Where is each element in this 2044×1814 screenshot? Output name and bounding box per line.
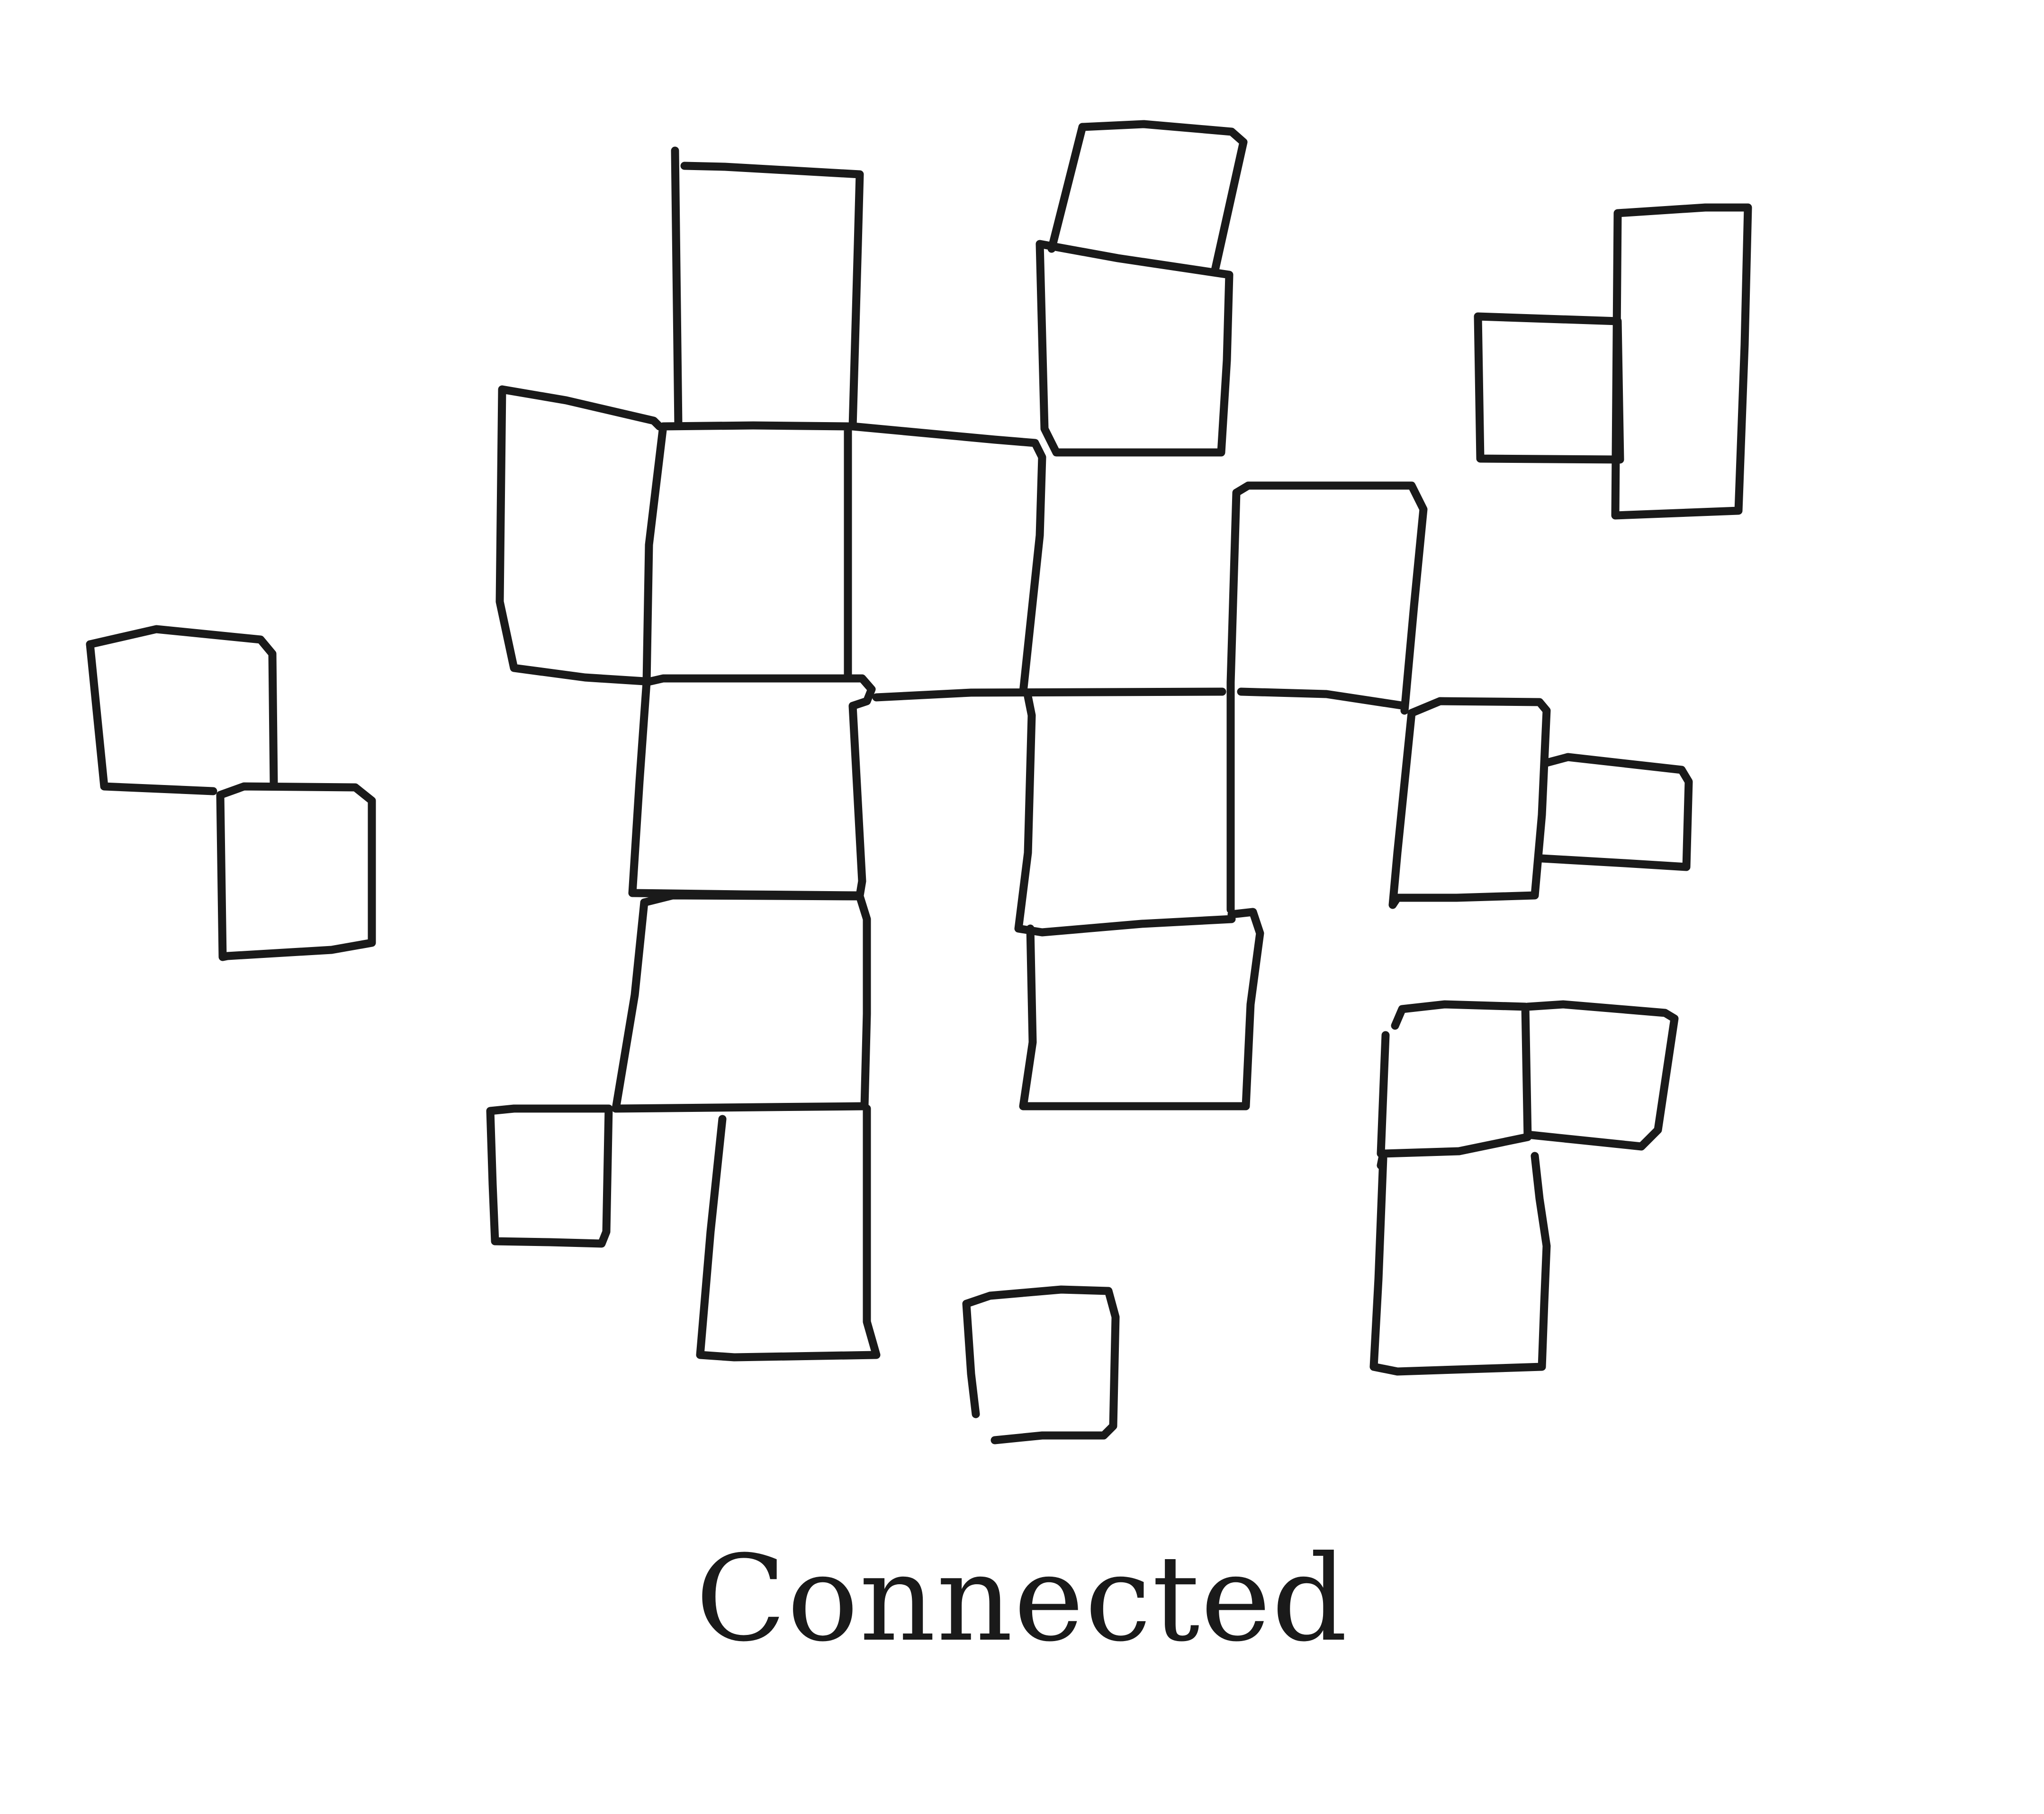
square-grid-r2-mid-line	[872, 687, 1409, 710]
square-right-bottom	[1369, 1152, 1551, 1376]
square-right-mid-right	[1523, 1000, 1679, 1151]
square-left-upper	[86, 625, 278, 788]
square-grid-r1-c1	[642, 421, 852, 686]
square-top-tall	[671, 146, 864, 431]
square-grid-r2-c1-left	[628, 678, 864, 900]
square-grid-r1-c0	[495, 385, 664, 686]
square-top-center-upper	[1047, 120, 1248, 274]
square-top-right-tall	[1611, 203, 1752, 520]
square-grid-r2-c5	[1538, 753, 1693, 871]
square-bottom-center	[962, 1285, 1120, 1444]
square-right-mid-left	[1377, 1000, 1532, 1170]
square-top-right-small	[1474, 312, 1624, 464]
square-grid-r3-c1-left	[612, 898, 648, 1113]
square-grid-r3-c2	[1019, 908, 1264, 1110]
square-grid-r2-c1	[642, 674, 876, 900]
square-grid-r1-c3	[1226, 481, 1428, 914]
square-grid-r2-c4	[1388, 697, 1551, 909]
square-shapes	[86, 120, 1752, 1444]
diagram-caption: Connected	[695, 1530, 1349, 1668]
square-grid-r2-c2	[1014, 692, 1236, 937]
square-left-upper-body	[86, 640, 217, 795]
square-grid-r3-c1	[612, 891, 871, 1113]
square-bottom-tall	[696, 1104, 881, 1362]
square-grid-r1-c2	[848, 422, 1046, 696]
square-bottom-left-small	[486, 1104, 613, 1248]
square-top-center-lower	[1036, 240, 1234, 457]
square-left-lower	[216, 782, 376, 961]
